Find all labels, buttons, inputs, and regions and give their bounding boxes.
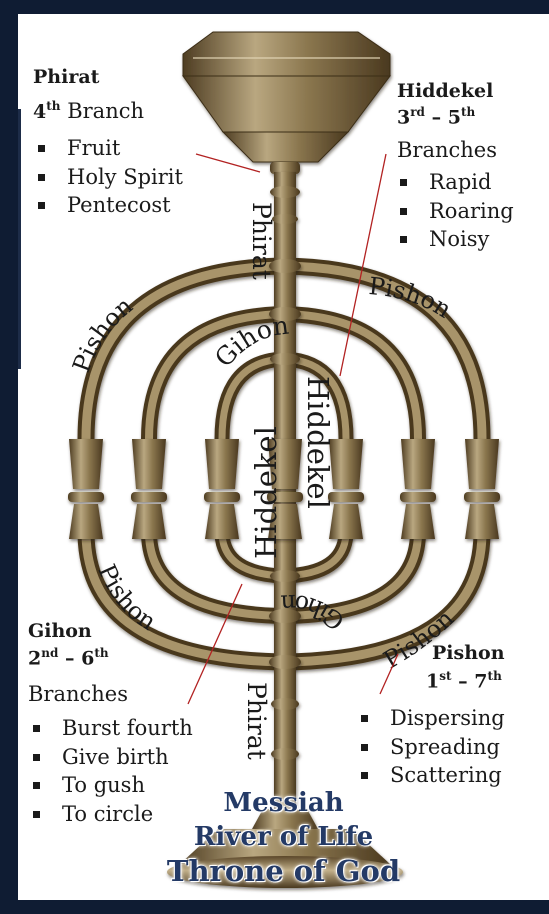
- pishon-ordinal: 1st – 7th: [426, 669, 502, 692]
- pishon-sup2: th: [488, 669, 502, 683]
- stem-label-phirat-bottom: Phirat: [242, 682, 271, 760]
- hiddekel-title: Hiddekel: [397, 80, 493, 102]
- list-item: Dispersing: [356, 704, 505, 733]
- diagram-frame: Pishon Pishon Gihon Pishon Gihon Pishon …: [18, 14, 549, 900]
- phirat-ordinal-number: 4: [33, 101, 46, 123]
- pishon-dash: –: [458, 670, 468, 692]
- list-item: Roaring: [395, 197, 514, 226]
- hiddekel-sup1: rd: [410, 105, 425, 119]
- gihon-sup1: nd: [41, 646, 58, 660]
- gihon-dash: –: [65, 647, 75, 669]
- bottom-title-throne-of-god: Throne of God: [18, 854, 549, 888]
- hiddekel-bullets: Rapid Roaring Noisy: [395, 168, 514, 254]
- phirat-ordinal: 4th Branch: [33, 99, 144, 123]
- bottom-title-messiah: Messiah: [18, 788, 549, 818]
- pishon-title: Pishon: [432, 642, 505, 664]
- pishon-sup1: st: [439, 669, 451, 683]
- list-item: Fruit: [33, 134, 183, 163]
- phirat-branch-word: Branch: [67, 99, 144, 123]
- list-item: Scattering: [356, 761, 505, 790]
- stem-label-phirat-top: Phirat: [247, 202, 276, 280]
- list-item: Pentecost: [33, 191, 183, 220]
- branch-label-hiddekel-right: Hiddekel: [301, 376, 335, 509]
- gihon-title: Gihon: [28, 620, 92, 642]
- branch-cups: [68, 439, 500, 539]
- list-item: Burst fourth: [28, 714, 193, 743]
- branch-label-pishon-upper-right: Pishon: [368, 272, 457, 324]
- hiddekel-ordinal: 3rd – 5th: [397, 105, 475, 128]
- hiddekel-branches-word: Branches: [397, 138, 497, 162]
- gihon-sup2: th: [94, 646, 108, 660]
- hiddekel-dash: –: [432, 106, 442, 128]
- top-cup: [183, 32, 390, 174]
- pishon-bullets: Dispersing Spreading Scattering: [356, 704, 505, 790]
- branch-label-hiddekel-left: Hiddekel: [249, 426, 283, 559]
- hiddekel-ord1: 3: [397, 106, 410, 128]
- list-item: Holy Spirit: [33, 163, 183, 192]
- bottom-title-river-of-life: River of Life: [18, 822, 549, 852]
- list-item: Noisy: [395, 225, 514, 254]
- list-item: Spreading: [356, 733, 505, 762]
- pishon-ord1: 1: [426, 670, 439, 692]
- hiddekel-sup2: th: [461, 105, 475, 119]
- hiddekel-ord2: 5: [448, 106, 461, 128]
- phirat-bullets: Fruit Holy Spirit Pentecost: [33, 134, 183, 220]
- phirat-ordinal-sup: th: [46, 99, 60, 113]
- list-item: Give birth: [28, 743, 193, 772]
- gihon-ord1: 2: [28, 647, 41, 669]
- list-item: Rapid: [395, 168, 514, 197]
- gihon-ordinal: 2nd – 6th: [28, 646, 109, 669]
- pishon-ord2: 7: [474, 670, 487, 692]
- gihon-ord2: 6: [81, 647, 94, 669]
- phirat-title: Phirat: [33, 66, 99, 88]
- gihon-branches-word: Branches: [28, 682, 128, 706]
